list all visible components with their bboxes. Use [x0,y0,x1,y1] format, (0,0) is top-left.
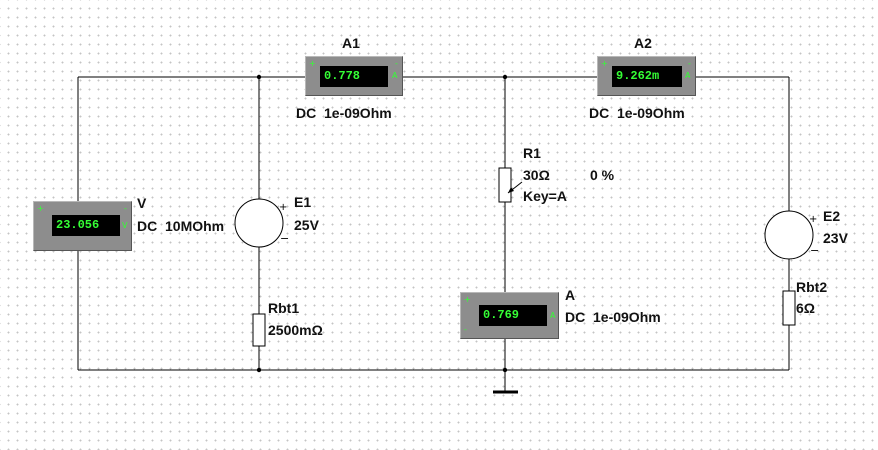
e2-value: 23V [823,230,848,246]
r1-percent: 0 % [590,167,615,183]
junction-dot [502,367,508,373]
ammeter-a1[interactable]: + - 0.778 A [305,56,403,96]
ammeter-a2-mode: DC 1e-09Ohm [589,105,685,121]
plus-terminal-icon: + [464,295,471,304]
voltmeter-v[interactable]: + - 23.056 V [33,201,132,251]
variable-resistor-r1-icon[interactable] [498,167,523,203]
plus-terminal-icon: + [601,59,608,68]
junction-dot [502,74,508,80]
svg-text:−: − [280,232,289,245]
ammeter-a[interactable]: + - 0.769 A [460,292,559,339]
voltmeter-v-mode: DC 10MOhm [137,218,225,234]
voltage-source-e1-icon[interactable]: + − [234,198,289,248]
ammeter-a1-name: A1 [342,35,360,51]
rbt1-value: 2500mΩ [268,322,323,338]
junction-dot [256,367,262,373]
ammeter-a-name: A [565,287,576,303]
r1-key: Key=A [523,188,567,204]
junction-dots [256,74,508,373]
voltmeter-v-display: 23.056 [52,215,120,236]
rbt1-name: Rbt1 [268,300,300,316]
ammeter-a2-name: A2 [634,35,652,51]
wires [77,76,790,391]
svg-text:−: − [810,244,819,257]
voltmeter-v-name: V [137,195,147,211]
unit-v-icon: V [122,221,128,230]
svg-text:+: + [809,214,817,225]
r1-value: 30Ω [523,167,550,183]
resistor-rbt2-icon[interactable] [782,290,796,326]
junction-dot [256,74,262,80]
resistor-rbt1-icon[interactable] [252,313,266,347]
e1-value: 25V [294,217,319,233]
minus-terminal-icon: - [124,204,127,213]
unit-a-icon: A [685,71,691,80]
ammeter-a-mode: DC 1e-09Ohm [565,309,661,325]
rbt2-value: 6Ω [796,300,816,316]
rbt2-name: Rbt2 [796,279,828,295]
plus-terminal-icon: + [37,204,44,213]
minus-terminal-icon: - [395,59,398,68]
svg-text:+: + [279,202,287,213]
e1-name: E1 [294,194,312,210]
minus-terminal-icon: - [688,59,691,68]
ammeter-a1-mode: DC 1e-09Ohm [296,105,392,121]
ammeter-a2[interactable]: + - 9.262m A [597,56,696,96]
ammeter-a1-display: 0.778 [320,66,388,87]
plus-terminal-icon: + [309,59,316,68]
ammeter-a2-display: 9.262m [612,66,682,87]
ammeter-a-display: 0.769 [479,305,547,326]
voltage-source-e2-icon[interactable]: + − [764,210,819,260]
unit-a-icon: A [392,71,398,80]
minus-terminal-icon: - [464,325,467,334]
r1-name: R1 [523,145,541,161]
e2-name: E2 [823,208,841,224]
unit-a-icon: A [550,311,556,320]
